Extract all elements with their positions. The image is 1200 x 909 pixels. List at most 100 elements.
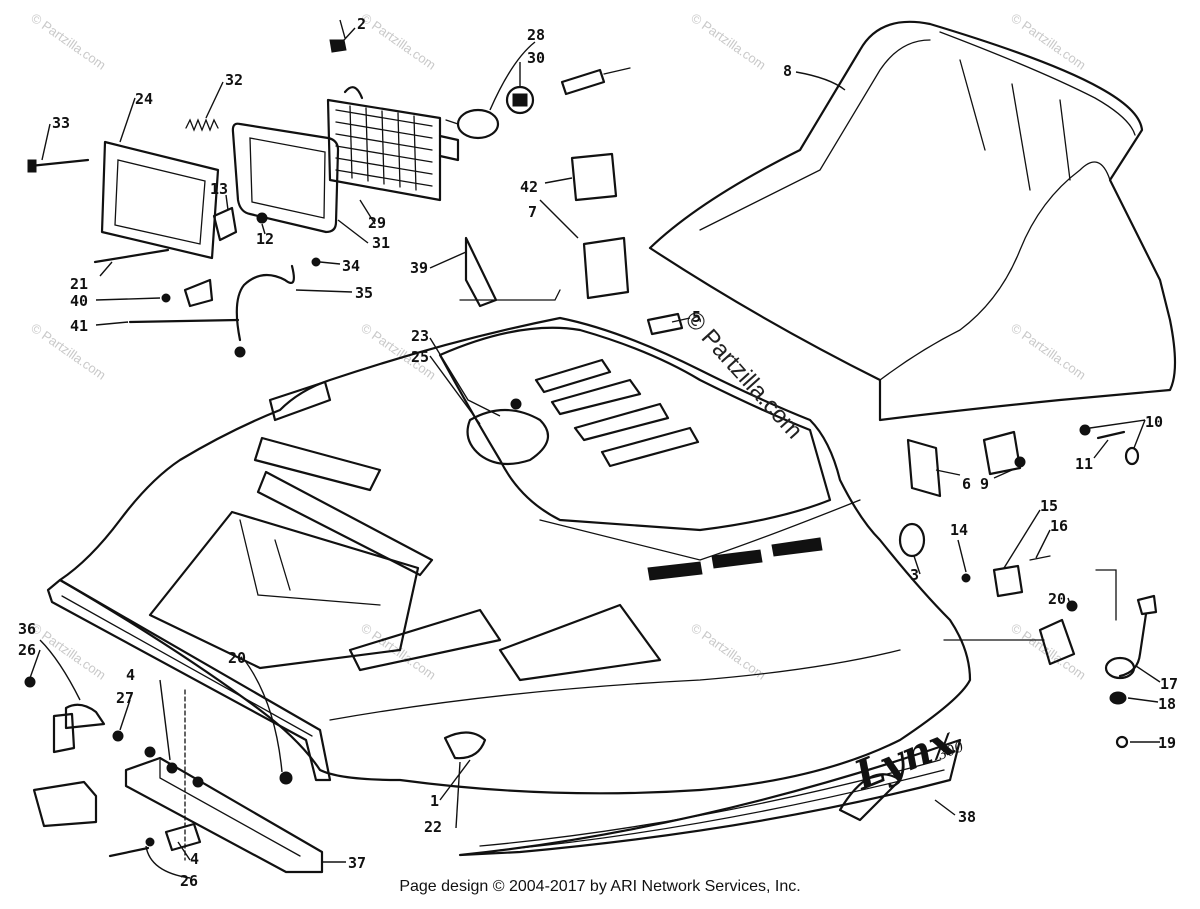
decal — [582, 236, 630, 300]
headlight-bulb — [456, 108, 500, 140]
nut — [1124, 446, 1140, 466]
nut — [311, 257, 321, 267]
latch-catch — [1038, 618, 1076, 666]
hood-bumper-strip — [46, 578, 332, 782]
headlight-assembly — [27, 39, 631, 358]
trim — [464, 236, 498, 308]
headlight-harness — [235, 264, 295, 342]
headlight-opening — [148, 510, 420, 670]
callout-35: 35 — [355, 284, 373, 302]
callout-19: 19 — [1158, 734, 1176, 752]
leader-lines — [29, 19, 1161, 879]
harness-bracket — [183, 278, 214, 308]
callout-14: 14 — [950, 521, 968, 539]
callout-10: 10 — [1145, 413, 1163, 431]
cap-plate — [466, 409, 550, 466]
headlamp — [326, 98, 442, 202]
callout-17: 17 — [1160, 675, 1178, 693]
callout-11: 11 — [1075, 455, 1093, 473]
callout-20: 20 — [1048, 590, 1066, 608]
callout-7: 7 — [528, 203, 537, 221]
callout-4: 4 — [126, 666, 135, 684]
grommet — [646, 312, 684, 336]
callout-18: 18 — [1158, 695, 1176, 713]
wire-connector — [560, 68, 606, 96]
headlight-mount-ring — [100, 140, 220, 260]
callout-22: 22 — [424, 818, 442, 836]
callout-31: 31 — [372, 234, 390, 252]
callout-2: 2 — [357, 15, 366, 33]
side-reflector — [906, 438, 942, 498]
washer — [1079, 424, 1091, 436]
callout-26b: 26 — [180, 872, 198, 890]
bumper-bar — [124, 756, 324, 874]
screw — [1096, 430, 1126, 440]
callout-37: 37 — [348, 854, 366, 872]
lower-left-hardware — [24, 676, 324, 874]
right-side-hardware — [459, 152, 1158, 749]
windshield — [648, 20, 1177, 422]
cap-screw — [510, 398, 522, 410]
side-decal: Lynx 300 — [458, 717, 966, 857]
callout-5: 5 — [692, 308, 701, 326]
callout-39: 39 — [410, 259, 428, 277]
headlight-gasket — [231, 122, 340, 234]
watermark: © Partzilla.com — [1008, 620, 1088, 683]
callout-34: 34 — [342, 257, 360, 275]
hood-vent — [268, 380, 332, 422]
callout-36: 36 — [18, 620, 36, 638]
callout-40: 40 — [70, 292, 88, 310]
callout-4b: 4 — [190, 850, 199, 868]
callout-labels: 2 28 30 32 24 33 13 12 29 31 34 35 21 40… — [18, 15, 1178, 890]
callout-20b: 20 — [228, 649, 246, 667]
adjusting-screw — [28, 158, 90, 168]
screw — [93, 248, 170, 264]
callout-26: 26 — [18, 641, 36, 659]
callout-13: 13 — [210, 180, 228, 198]
hood-top-panel — [438, 326, 832, 532]
callout-16: 16 — [1050, 517, 1068, 535]
mount-plate — [32, 780, 98, 828]
hood — [46, 316, 972, 795]
latch-strap — [1118, 612, 1148, 678]
watermark: © Partzilla.com — [28, 10, 108, 73]
nameplate — [443, 731, 487, 760]
callout-42: 42 — [520, 178, 538, 196]
washer — [256, 212, 268, 224]
watermark-large: © Partzilla.com — [680, 306, 808, 444]
adjuster-bracket — [212, 206, 238, 242]
callout-27: 27 — [116, 689, 134, 707]
callout-25: 25 — [411, 348, 429, 366]
adjusting-spring — [185, 118, 219, 132]
side-recess — [348, 608, 502, 672]
plug — [898, 522, 926, 558]
footer-copyright: Page design © 2004-2017 by ARI Network S… — [399, 878, 801, 895]
callout-30: 30 — [527, 49, 545, 67]
callout-21: 21 — [70, 275, 88, 293]
watermark: © Partzilla.com — [358, 10, 438, 73]
callout-33: 33 — [52, 114, 70, 132]
windshield-bracket — [982, 430, 1022, 476]
callout-41: 41 — [70, 317, 88, 335]
watermark: © Partzilla.com — [28, 320, 108, 383]
callout-28: 28 — [527, 26, 545, 44]
callout-24: 24 — [135, 90, 153, 108]
callout-29: 29 — [368, 214, 386, 232]
watermark: © Partzilla.com — [28, 620, 108, 683]
callout-1: 1 — [430, 792, 439, 810]
callout-9: 9 — [980, 475, 989, 493]
callout-32: 32 — [225, 71, 243, 89]
watermark: © Partzilla.com — [688, 10, 768, 73]
callout-6: 6 — [962, 475, 971, 493]
callout-23: 23 — [411, 327, 429, 345]
callout-3: 3 — [910, 566, 919, 584]
callout-8: 8 — [783, 62, 792, 80]
callout-15: 15 — [1040, 497, 1058, 515]
latch-bracket — [992, 564, 1024, 598]
bracket — [64, 703, 106, 730]
latch-knob — [1136, 594, 1158, 616]
watermark: © Partzilla.com — [688, 620, 768, 683]
washer — [961, 573, 971, 583]
